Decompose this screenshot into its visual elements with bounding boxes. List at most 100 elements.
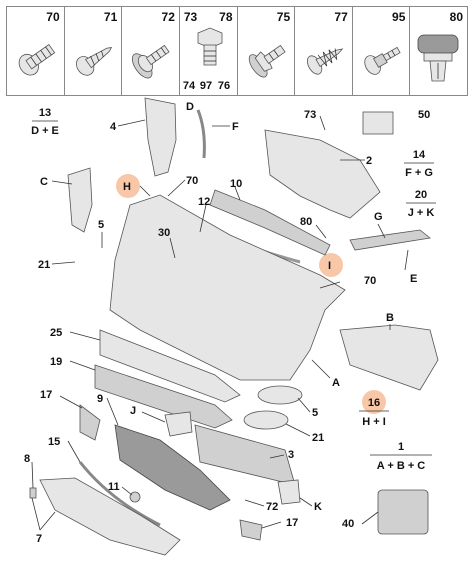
label-17a: 17 [40,389,52,401]
label-h: H [123,181,131,193]
label-3: 3 [288,449,294,461]
part-17-grille[interactable] [239,519,263,541]
fastener-label: 73 [183,10,198,24]
part-d-strip[interactable] [196,109,206,159]
label-c: C [40,176,48,188]
stud-bolt-icon [364,46,401,75]
label-4: 4 [110,121,117,133]
label-21b: 21 [312,432,324,444]
callout-16: 16 [368,397,380,409]
callout-1-sub: A + B + C [377,460,426,472]
fastener-cell-70[interactable]: 70 [7,7,65,95]
screw-washer-icon [132,44,170,79]
part-15-strip[interactable] [78,461,161,527]
label-70a: 70 [186,175,198,187]
part-k-bracket[interactable] [277,479,301,505]
fastener-label: 70 [46,10,60,24]
part-8-clip[interactable] [29,487,37,499]
fastener-label: 74 [182,80,196,92]
label-70b: 70 [364,275,376,287]
label-7: 7 [36,533,42,545]
fastener-cell-75[interactable]: 75 [238,7,296,95]
fastener-cell-95[interactable]: 95 [353,7,411,95]
highlight-h [116,174,140,198]
part-40-kit[interactable] [377,489,429,535]
part-17-lower[interactable] [79,404,101,441]
fastener-cell-72[interactable]: 72 [122,7,180,95]
callout-1: 1 [398,441,404,453]
callout-20: 20 [415,189,427,201]
part-21-cover[interactable] [243,410,289,430]
label-80: 80 [300,216,312,228]
part-2-crossmember[interactable] [264,129,381,219]
part-50-block[interactable] [362,111,394,135]
fastener-label: 97 [199,80,213,92]
label-73: 73 [304,109,316,121]
part-19-absorber[interactable] [94,364,233,429]
part-10-upper-grille[interactable] [209,189,331,256]
label-15: 15 [48,436,60,448]
part-g-strip[interactable] [349,229,431,251]
part-11-clip[interactable] [129,491,141,503]
fastener-label: 95 [392,10,406,24]
part-a-bumper[interactable] [109,194,346,381]
label-30: 30 [158,227,170,239]
label-50: 50 [418,109,430,121]
fastener-label: 72 [161,10,175,24]
highlight-i [319,253,343,277]
hex-bolt-icon [197,27,223,66]
bolt-flange-icon [18,44,56,76]
label-9: 9 [97,393,103,405]
fastener-label: 78 [219,10,233,24]
label-72: 72 [266,501,278,513]
label-25: 25 [50,327,62,339]
fastener-label: 71 [103,10,118,24]
label-21a: 21 [38,259,50,271]
part-b-bracket[interactable] [339,324,439,391]
fastener-cell-71[interactable]: 71 [65,7,123,95]
label-8: 8 [24,453,30,465]
callout-14: 14 [413,149,426,161]
part-25-beam[interactable] [99,329,241,403]
callout-20-sub: J + K [408,207,435,219]
tapping-screw-icon [307,48,344,75]
callout-13: 13 [39,107,51,119]
label-40: 40 [342,518,354,530]
label-12: 12 [198,196,210,208]
part-7-lower-lip[interactable] [39,477,181,556]
label-17b: 17 [286,517,298,529]
label-5b: 5 [312,407,318,419]
part-5-cover[interactable] [257,385,303,405]
label-i: I [328,260,331,272]
label-5a: 5 [98,219,104,231]
label-e: E [410,273,417,285]
callout-13-sub: D + E [31,125,59,137]
fastener-cell-80[interactable]: 80 [410,7,467,95]
label-b: B [386,312,394,324]
label-10: 10 [230,178,242,190]
part-c-bracket[interactable] [67,167,93,233]
callout-16-sub: H + I [362,416,386,428]
part-3-shutter[interactable] [194,424,296,486]
label-k: K [314,501,322,513]
label-j: J [130,405,136,417]
fastener-cell-73[interactable]: 73 78 74 97 76 [180,7,238,95]
screw-coarse-icon [75,47,112,76]
fastener-label: 75 [276,10,291,24]
callout-labels: 13 D + E 14 F + G 20 J + K 16 H + I 1 A … [24,101,436,545]
hex-bolt-washer-icon [248,44,286,78]
leader-lines [31,115,409,531]
label-d: D [186,101,194,113]
label-a: A [332,377,340,389]
label-f: F [232,121,239,133]
fastener-strip: 70 71 72 73 78 74 97 76 75 [6,6,468,96]
label-2: 2 [366,155,372,167]
part-j-bracket[interactable] [164,411,193,437]
callout-14-sub: F + G [405,167,433,179]
fastener-cell-77[interactable]: 77 [295,7,353,95]
highlight-16 [362,390,386,414]
fastener-label: 80 [449,10,463,24]
part-9-grille[interactable] [114,424,231,511]
label-g: G [374,211,383,223]
part-4-bracket[interactable] [144,97,177,177]
